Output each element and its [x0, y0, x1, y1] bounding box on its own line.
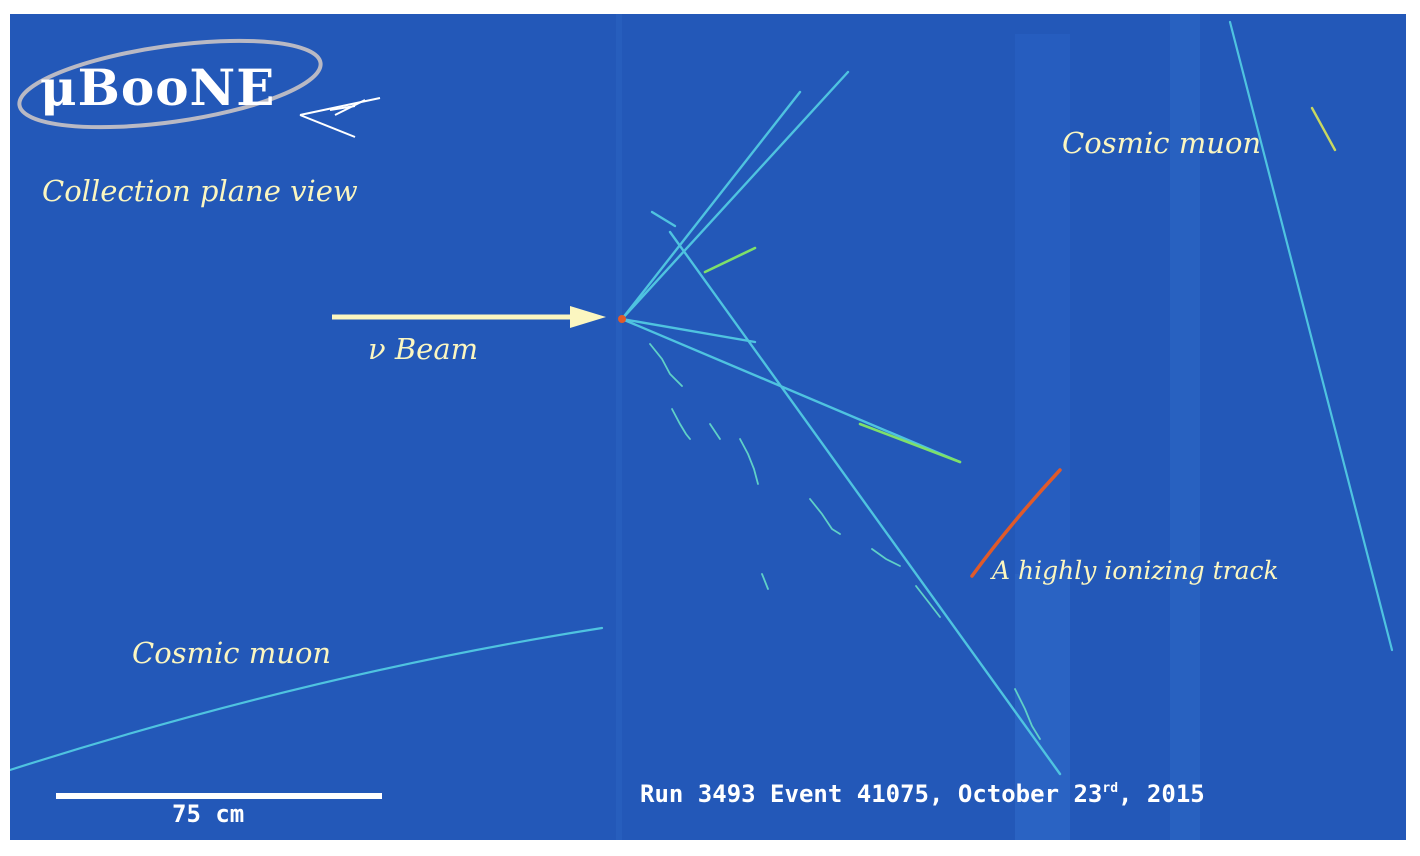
run-info-suffix: , 2015	[1118, 780, 1205, 808]
ionizing-track-label: A highly ionizing track	[992, 556, 1279, 585]
highly-ionizing-track	[970, 468, 1062, 578]
event-display-svg	[10, 14, 1394, 840]
event-display: μBooNE Collection plane view ν Beam Cosm…	[10, 14, 1406, 840]
noise-band	[616, 14, 622, 840]
short-track	[1310, 106, 1337, 152]
noise-band	[1170, 14, 1200, 840]
run-info: Run 3493 Event 41075, October 23rd, 2015	[640, 780, 1205, 808]
run-info-prefix: Run 3493 Event 41075, October 23	[640, 780, 1103, 808]
beam-arrow	[332, 306, 606, 328]
cosmic-muon-label-top: Cosmic muon	[1062, 126, 1262, 160]
collection-plane-label: Collection plane view	[42, 174, 358, 208]
interaction-vertex	[618, 315, 626, 323]
run-info-superscript: rd	[1102, 781, 1119, 796]
scale-bar-label: 75 cm	[172, 800, 245, 828]
logo-neutrino-icon	[299, 97, 381, 138]
cosmic-muon-tracks	[10, 20, 1394, 772]
neutrino-tracks	[620, 70, 1062, 776]
cosmic-muon-label-bottom: Cosmic muon	[132, 636, 332, 670]
shower-hits	[649, 343, 1041, 740]
uboone-logo: μBooNE	[40, 58, 276, 117]
logo-ellipse	[17, 38, 323, 130]
beam-label: ν Beam	[368, 332, 479, 366]
green-tracks	[703, 246, 962, 464]
